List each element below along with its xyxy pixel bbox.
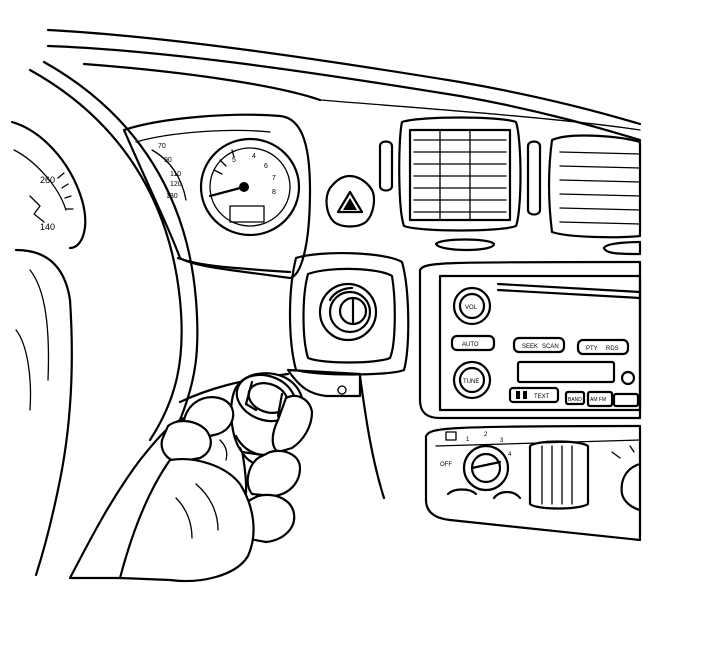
radio-preset-buttons: AUTO SEEK SCAN PTY RDS — [450, 334, 630, 356]
volume-knob: VOL — [452, 286, 492, 326]
tune-knob-label: TUNE — [463, 379, 479, 385]
steering-wheel — [14, 60, 199, 577]
center-air-vent — [378, 116, 542, 252]
cluster-speed-label: 120 — [170, 181, 182, 188]
cluster-speedometer: 70 90 110 120 130 — [151, 143, 187, 201]
cluster-speed-label: 70 — [158, 143, 166, 150]
tachometer-label: 7 — [272, 175, 276, 182]
fan-label: 2 — [484, 432, 488, 438]
radio-function-buttons: TEXT BAND AM FM — [508, 386, 640, 408]
hazard-switch — [325, 174, 376, 228]
lower-center-vent — [528, 440, 590, 510]
dashboard-top-edge — [46, 28, 642, 142]
climate-control-panel: OFF 1 2 3 4 — [424, 424, 642, 542]
hand-with-lock-cylinder — [68, 372, 314, 583]
fan-label: 1 — [466, 437, 470, 443]
instrument-cluster: 70 90 110 120 130 5 4 6 7 8 — [122, 113, 312, 280]
cluster-speed-label: 130 — [166, 193, 178, 200]
speedometer-label-260: 260 — [40, 175, 55, 185]
cluster-speed-label: 110 — [170, 171, 181, 178]
radio-button-label: AUTO — [462, 342, 479, 348]
speedometer-gauge: 260 140 — [10, 120, 87, 250]
cluster-speed-label: 90 — [164, 157, 172, 164]
radio-head-unit: VOL TUNE AUTO SEEK SCAN PTY RDS TEXT — [418, 260, 642, 420]
fan-speed-knob: OFF 1 2 3 4 — [440, 432, 512, 492]
fan-label: 3 — [500, 438, 504, 444]
radio-button-label: SEEK — [522, 344, 538, 350]
radio-button-label: PTY — [586, 346, 598, 352]
tachometer-label: 6 — [264, 163, 268, 170]
tune-knob: TUNE — [452, 360, 492, 400]
tachometer-label: 5 — [232, 157, 236, 164]
speedometer-label-140: 140 — [40, 222, 55, 232]
tachometer-label: 8 — [272, 189, 276, 196]
ignition-lock-housing — [286, 252, 410, 500]
tachometer-label: 4 — [252, 153, 256, 160]
radio-button-label: SCAN — [542, 344, 559, 350]
radio-button-label: TEXT — [534, 394, 550, 400]
radio-button-label: BAND — [568, 397, 582, 403]
right-air-vent — [547, 134, 642, 256]
radio-button-label: RDS — [606, 346, 619, 352]
tachometer-gauge: 5 4 6 7 8 — [199, 137, 301, 237]
volume-knob-label: VOL — [465, 305, 478, 311]
fan-label: 4 — [508, 452, 512, 458]
radio-button-label: AM FM — [590, 397, 606, 403]
fan-label: OFF — [440, 462, 452, 468]
